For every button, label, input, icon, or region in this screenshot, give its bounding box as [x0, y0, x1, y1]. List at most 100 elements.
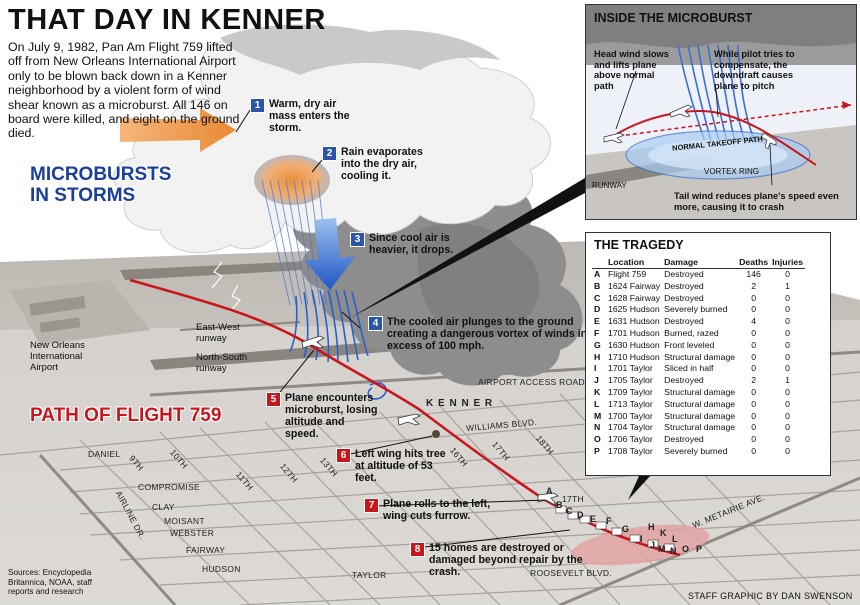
row-damage: Structural damage — [664, 410, 736, 421]
row-damage: Sliced in half — [664, 363, 714, 374]
row-injuries: 1 — [785, 280, 790, 291]
crash-letter: N — [670, 546, 677, 556]
row-damage: Destroyed — [664, 434, 704, 445]
downburst-lines — [289, 289, 369, 363]
street-fairway: FAIRWAY — [186, 545, 226, 555]
row-damage: Front leveled — [664, 339, 715, 350]
row-injuries: 0 — [785, 327, 790, 338]
step-number: 6 — [336, 448, 351, 463]
row-deaths: 4 — [751, 316, 757, 327]
inset-pilot-label: While pilot tries to compensate, the dow… — [714, 49, 795, 91]
row-injuries: 0 — [785, 386, 790, 397]
intro-text: On July 9, 1982, Pan Am Flight 759 lifte… — [8, 40, 240, 141]
row-deaths: 0 — [751, 292, 757, 303]
lightning — [211, 261, 241, 313]
step-text: Since cool air is heavier, it drops. — [369, 232, 454, 256]
row-deaths: 0 — [751, 445, 757, 456]
inset-illustration — [586, 5, 856, 219]
sources-note: Sources: Encyclopedia Britannica, NOAA, … — [8, 568, 93, 596]
warm-air-arrow — [120, 108, 236, 152]
plane-icon — [397, 413, 421, 426]
row-key: E — [594, 316, 600, 327]
row-damage: Severely burned — [664, 445, 728, 456]
row-location: 1624 Fairway — [608, 280, 661, 291]
crash-letter: F — [606, 516, 612, 526]
step-number: 7 — [364, 498, 379, 513]
row-location: 1708 Taylor — [608, 445, 653, 456]
row-deaths: 0 — [751, 351, 757, 362]
crash-letter: E — [590, 514, 597, 524]
step-4: 4 The cooled air plunges to the ground c… — [368, 316, 588, 352]
street-roosevelt: ROOSEVELT BLVD. — [530, 568, 612, 578]
header-deaths: Deaths — [737, 255, 771, 269]
step-text: Plane rolls to the left, wing cuts furro… — [383, 498, 491, 522]
row-damage: Destroyed — [664, 269, 704, 279]
street-daniel: DANIEL — [88, 449, 121, 459]
row-key: G — [594, 339, 601, 350]
airport — [10, 260, 410, 370]
vortex-curl — [367, 382, 387, 400]
step-text: Rain evaporates into the dry air, coolin… — [341, 146, 423, 182]
row-key: B — [594, 280, 601, 291]
row-key: P — [594, 445, 600, 456]
rain-evaporation — [254, 155, 330, 205]
row-damage: Destroyed — [664, 292, 704, 303]
tree-marker — [432, 430, 440, 438]
row-deaths: 0 — [751, 339, 757, 350]
row-damage: Structural damage — [664, 386, 736, 397]
row-key: A — [594, 269, 601, 279]
row-deaths: 2 — [751, 280, 757, 291]
row-key: N — [594, 422, 601, 433]
row-deaths: 0 — [751, 327, 757, 338]
row-location: 1625 Hudson — [608, 304, 660, 315]
step-text: Left wing hits tree at altitude of 53 fe… — [355, 448, 446, 484]
row-key: H — [594, 351, 601, 362]
row-injuries: 0 — [785, 351, 790, 362]
step-5: 5 Plane encounters microburst, losing al… — [266, 392, 378, 440]
storm-cloud-top — [220, 24, 500, 75]
rain-streaks — [261, 179, 333, 306]
step-text: Warm, dry air mass enters the storm. — [269, 98, 350, 134]
row-key: C — [594, 292, 601, 303]
street-hudson: HUDSON — [202, 564, 241, 574]
row-damage: Burned, razed — [664, 327, 719, 338]
row-location: 1705 Taylor — [608, 375, 653, 386]
crash-letter: C — [566, 506, 573, 516]
row-damage: Destroyed — [664, 375, 704, 386]
row-injuries: 0 — [785, 445, 790, 456]
row-location: 1631 Hudson — [608, 316, 660, 327]
crash-letter: L — [672, 534, 678, 544]
row-deaths: 146 — [746, 269, 761, 279]
step-number: 4 — [368, 316, 383, 331]
row-key: M — [594, 410, 602, 421]
inset-title: INSIDE THE MICROBURST — [594, 11, 753, 25]
plane-icon — [537, 492, 559, 505]
row-location: 1706 Taylor — [608, 434, 653, 445]
header-location: Location — [606, 255, 663, 269]
runway-ns-label: North-South runway — [196, 352, 248, 374]
row-key: K — [594, 386, 601, 397]
row-injuries: 0 — [785, 339, 790, 350]
row-location: 1701 Taylor — [608, 363, 653, 374]
row-damage: Severely burned — [664, 304, 728, 315]
row-deaths: 0 — [751, 410, 757, 421]
town-label: K E N N E R — [426, 398, 494, 409]
step-6: 6 Left wing hits tree at altitude of 53 … — [336, 448, 446, 484]
inset-connector — [350, 175, 600, 318]
step-text: 15 homes are destroyed or damaged beyond… — [429, 542, 583, 578]
row-deaths: 0 — [751, 422, 757, 433]
crash-letter: D — [577, 510, 584, 520]
table-row: P 1708 Taylor Severely burned 0 0 — [592, 446, 805, 458]
step-1: 1 Warm, dry air mass enters the storm. — [250, 98, 360, 134]
crash-letter: J — [650, 540, 656, 550]
row-injuries: 0 — [785, 292, 790, 303]
crash-letter: O — [682, 544, 690, 554]
